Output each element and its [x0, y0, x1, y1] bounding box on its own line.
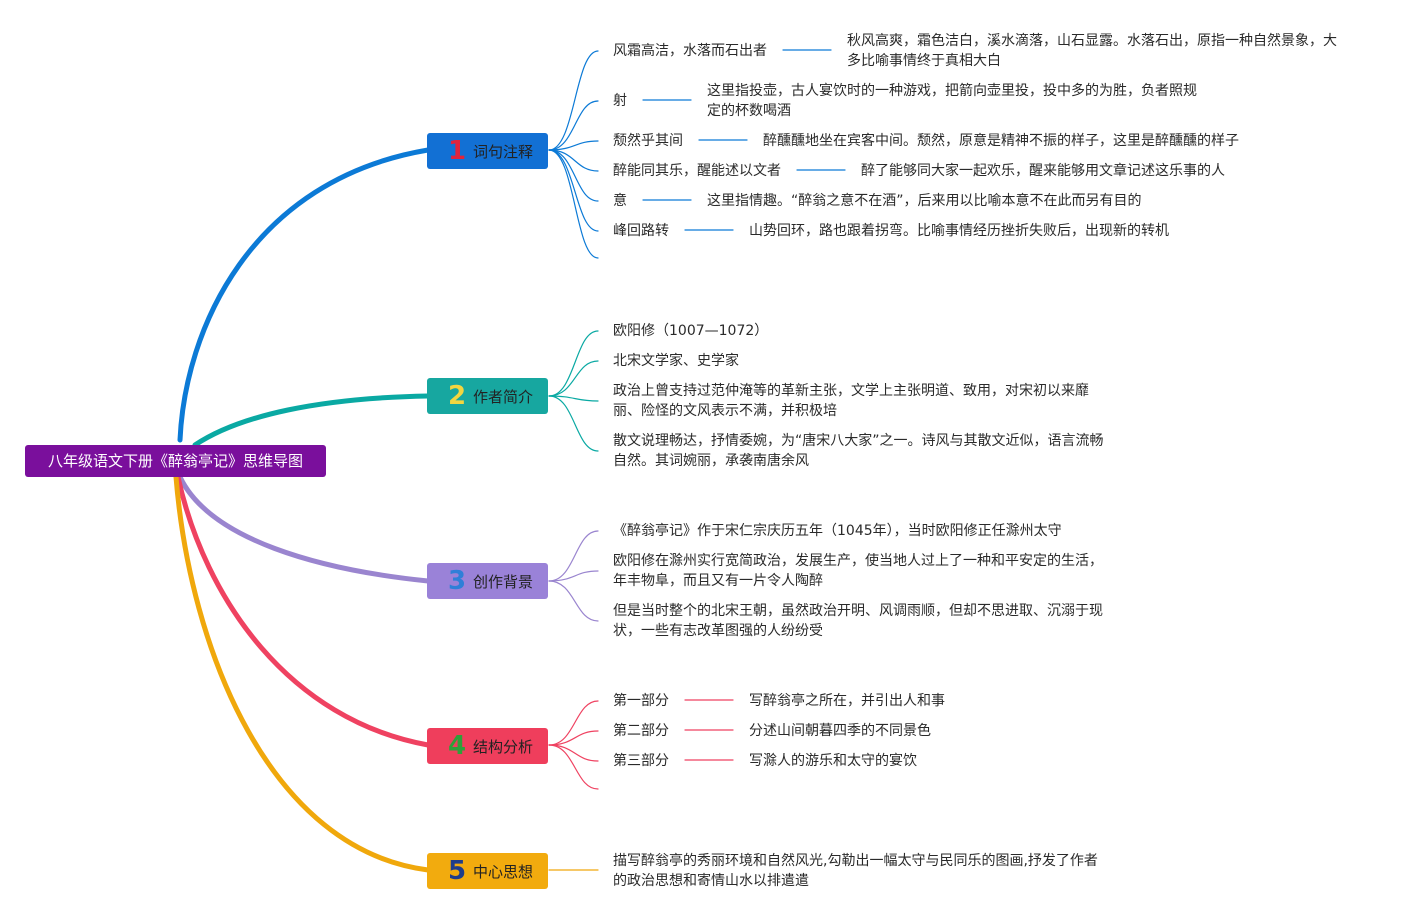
branch-central-idea[interactable]: 5 中心思想 — [427, 853, 548, 889]
leaf-detail: 这里指情趣。“醉翁之意不在酒”，后来用以比喻本意不在此而另有目的 — [707, 193, 1142, 209]
leaf-connector — [548, 395, 599, 402]
number-badge: 2 — [447, 381, 467, 411]
leaf-item[interactable]: 第三部分 — [613, 753, 669, 769]
leaf-item[interactable]: 政治上曾支持过范仲淹等的革新主张，文学上主张明道、致用，对宋初以来靡丽、险怪的文… — [613, 383, 1089, 419]
leaf-connector — [548, 149, 599, 202]
main-connector — [177, 474, 431, 584]
leaf-item[interactable]: 射 — [613, 93, 627, 109]
number-badge: 5 — [447, 856, 467, 886]
leaf-connector — [548, 140, 599, 151]
leaf-item[interactable]: 欧阳修在滁州实行宽简政治，发展生产，使当地人过上了一种和平安定的生活，年丰物阜，… — [613, 553, 1103, 589]
leaf-item[interactable]: 第一部分 — [613, 693, 669, 709]
main-connector — [173, 474, 431, 873]
branch-label: 作者简介 — [473, 387, 534, 406]
leaf-connector — [548, 744, 599, 762]
branch-structure[interactable]: 4 结构分析 — [427, 728, 548, 764]
leaf-item[interactable]: 颓然乎其间 — [613, 133, 683, 149]
leaf-item[interactable]: 散文说理畅达，抒情委婉，为“唐宋八大家”之一。诗风与其散文近似，语言流畅自然。其… — [613, 433, 1104, 469]
leaf-detail: 醉了能够同大家一起欢乐，醒来能够用文章记述这乐事的人 — [861, 163, 1225, 179]
leaf-item[interactable]: 风霜高洁，水落而石出者 — [613, 43, 767, 59]
main-connector — [192, 393, 431, 448]
leaf-detail: 分述山间朝暮四季的不同景色 — [749, 723, 931, 739]
leaf-connector — [548, 330, 599, 397]
leaf-connector — [548, 580, 599, 622]
leaf-detail: 醉醺醺地坐在宾客中间。颓然，原意是精神不振的样子，这里是醉醺醺的样子 — [763, 133, 1239, 149]
leaf-item[interactable]: 峰回路转 — [613, 223, 669, 239]
leaf-connector — [548, 730, 599, 746]
leaf-connector — [548, 360, 599, 397]
leaf-connector — [548, 700, 599, 746]
leaf-item[interactable]: 但是当时整个的北宋王朝，虽然政治开明、风调雨顺，但却不思进取、沉溺于现状，一些有… — [613, 603, 1103, 639]
leaf-connector — [548, 395, 599, 452]
leaf-connector — [548, 149, 599, 232]
main-connector — [175, 474, 431, 748]
leaf-detail: 山势回环，路也跟着拐弯。比喻事情经历挫折失败后，出现新的转机 — [749, 223, 1169, 239]
leaf-detail: 这里指投壶，古人宴饮时的一种游戏，把箭向壶里投，投中多的为胜，负者照规定的杯数喝… — [707, 83, 1197, 119]
main-connector — [177, 147, 431, 443]
branch-label: 结构分析 — [473, 737, 534, 756]
leaf-item[interactable]: 描写醉翁亭的秀丽环境和自然风光,勾勒出一幅太守与民同乐的图画,抒发了作者的政治思… — [613, 853, 1098, 889]
leaf-connector — [548, 50, 599, 151]
leaf-connector — [548, 100, 599, 151]
leaf-item[interactable]: 《醉翁亭记》作于宋仁宗庆历五年（1045年），当时欧阳修正任滁州太守 — [613, 523, 1062, 539]
number-badge: 1 — [447, 136, 467, 166]
leaf-detail: 秋风高爽，霜色洁白，溪水滴落，山石显露。水落石出，原指一种自然景象，大多比喻事情… — [847, 33, 1337, 69]
branch-label: 词句注释 — [473, 142, 534, 161]
leaf-item[interactable]: 欧阳修（1007—1072） — [613, 323, 769, 339]
leaf-item[interactable]: 意 — [613, 193, 627, 209]
root-node[interactable]: 八年级语文下册《醉翁亭记》思维导图 — [25, 445, 326, 477]
branch-label: 创作背景 — [473, 572, 534, 591]
number-badge: 4 — [447, 731, 467, 761]
leaf-connector — [548, 149, 599, 259]
leaf-item[interactable]: 第二部分 — [613, 723, 669, 739]
leaf-item[interactable]: 醉能同其乐，醒能述以文者 — [613, 163, 781, 179]
leaf-connector — [548, 744, 599, 790]
leaf-item[interactable]: 北宋文学家、史学家 — [613, 353, 739, 369]
branch-author-profile[interactable]: 2 作者简介 — [427, 378, 548, 414]
branch-label: 中心思想 — [473, 862, 534, 881]
leaf-detail: 写滁人的游乐和太守的宴饮 — [749, 753, 917, 769]
branch-word-notes[interactable]: 1 词句注释 — [427, 133, 548, 169]
leaf-connector — [548, 570, 599, 582]
leaf-connector — [548, 530, 599, 582]
number-badge: 3 — [447, 566, 467, 596]
branch-background[interactable]: 3 创作背景 — [427, 563, 548, 599]
leaf-detail: 写醉翁亭之所在，并引出人和事 — [749, 693, 945, 709]
